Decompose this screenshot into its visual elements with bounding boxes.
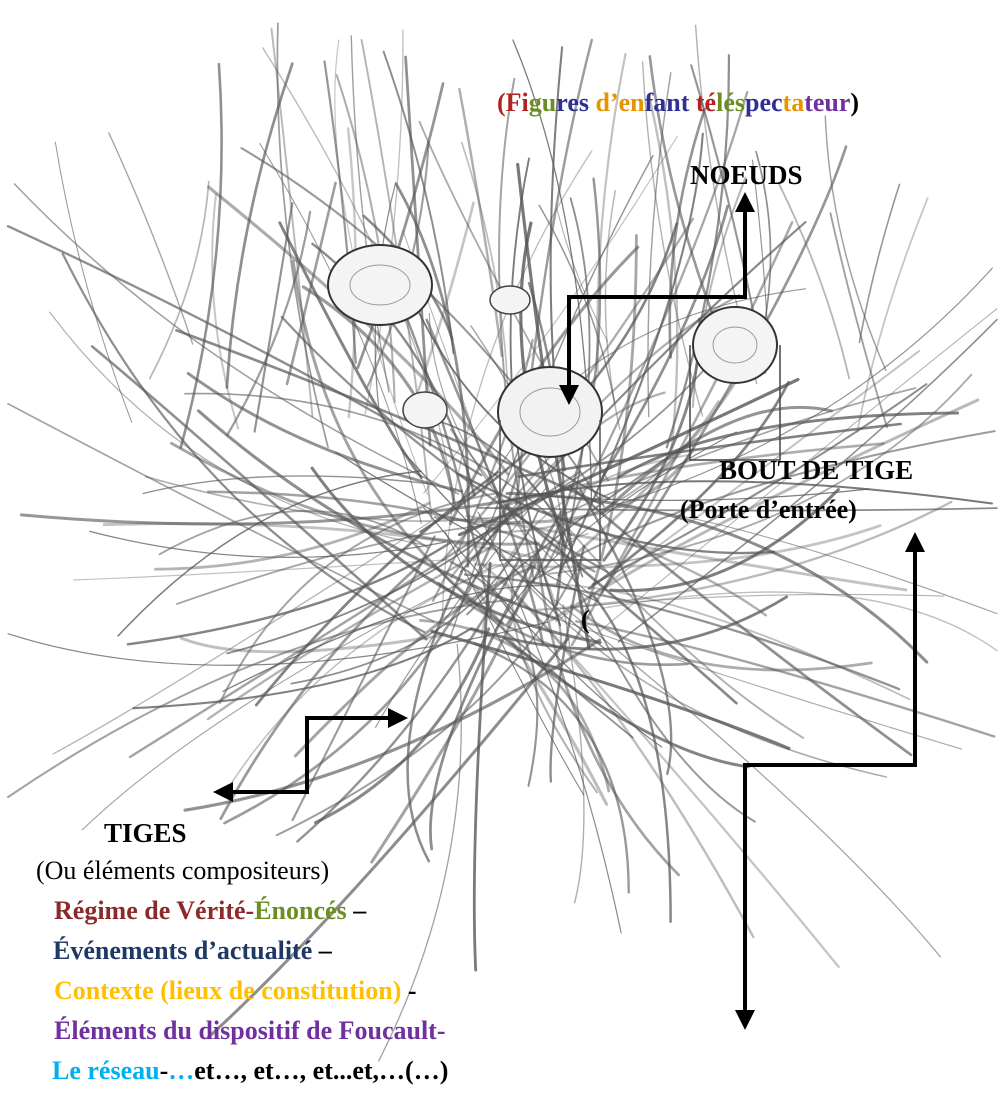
root-strand (649, 95, 677, 447)
etc-text: et…, et…, et...et,…(…) (194, 1056, 448, 1085)
title-part: lés (716, 88, 745, 117)
root-strand (128, 543, 450, 644)
root-strand (605, 191, 619, 429)
title-part: Fi (506, 88, 529, 117)
root-strand (316, 629, 489, 823)
title-part: d’en (595, 88, 644, 117)
title-part: gu (529, 88, 556, 117)
root-strand (150, 182, 209, 379)
title-part: fant (645, 88, 690, 117)
evenements-text: Événements d’actualité (53, 936, 312, 965)
title-part: té (696, 88, 716, 117)
root-strand (830, 213, 887, 427)
list-line-evenements: Événements d’actualité – (53, 936, 332, 966)
root-strand (143, 476, 433, 493)
root-strand (181, 64, 222, 447)
tiges-label: TIGES (104, 818, 187, 849)
dash: - (437, 1016, 446, 1045)
title-part: res (556, 88, 589, 117)
root-strand (474, 563, 490, 970)
dash: - (246, 896, 255, 925)
elements-text: Éléments du dispositif de Foucault (54, 1016, 437, 1045)
dash: - (160, 1056, 169, 1085)
figure-title: (Figures d’enfant téléspectateur) (497, 88, 859, 118)
root-strand (8, 600, 511, 797)
dots: … (168, 1056, 194, 1085)
title-part: teur (804, 88, 850, 117)
separator: - (401, 976, 416, 1005)
list-line-elements: Éléments du dispositif de Foucault- (54, 1016, 446, 1046)
title-close-paren: ) (850, 88, 859, 117)
separator: – (312, 936, 332, 965)
root-strand (483, 565, 753, 937)
root-strand (825, 116, 886, 370)
title-open-paren: ( (497, 88, 506, 117)
title-part: pec (745, 88, 783, 117)
separator: – (347, 896, 367, 925)
list-line-reseau: Le réseau-…et…, et…, et...et,…(…) (52, 1056, 448, 1086)
contexte-text: Contexte (lieux de constitution) (54, 976, 401, 1005)
enonces-text: Énoncés (254, 896, 346, 925)
root-strand (272, 29, 313, 416)
bout-de-tige-arrow (745, 542, 915, 1020)
root-strand (74, 560, 451, 580)
list-line-contexte: Contexte (lieux de constitution) - (54, 976, 417, 1006)
regime-text: Régime de Vérité (54, 896, 246, 925)
root-strand (779, 184, 849, 378)
list-line-regime: Régime de Vérité-Énoncés – (54, 896, 366, 926)
porte-entree-label: (Porte d’entrée) (680, 495, 857, 525)
root-strand (555, 600, 940, 957)
tiges-subtitle: (Ou éléments compositeurs) (36, 856, 329, 886)
noeuds-label: NOEUDS (690, 160, 803, 191)
title-part: ta (783, 88, 805, 117)
reseau-text: Le réseau (52, 1056, 160, 1085)
bout-de-tige-label: BOUT DE TIGE (719, 455, 913, 486)
root-strand (227, 212, 310, 435)
root-strand (602, 592, 997, 651)
stray-paren: ( (581, 605, 590, 635)
